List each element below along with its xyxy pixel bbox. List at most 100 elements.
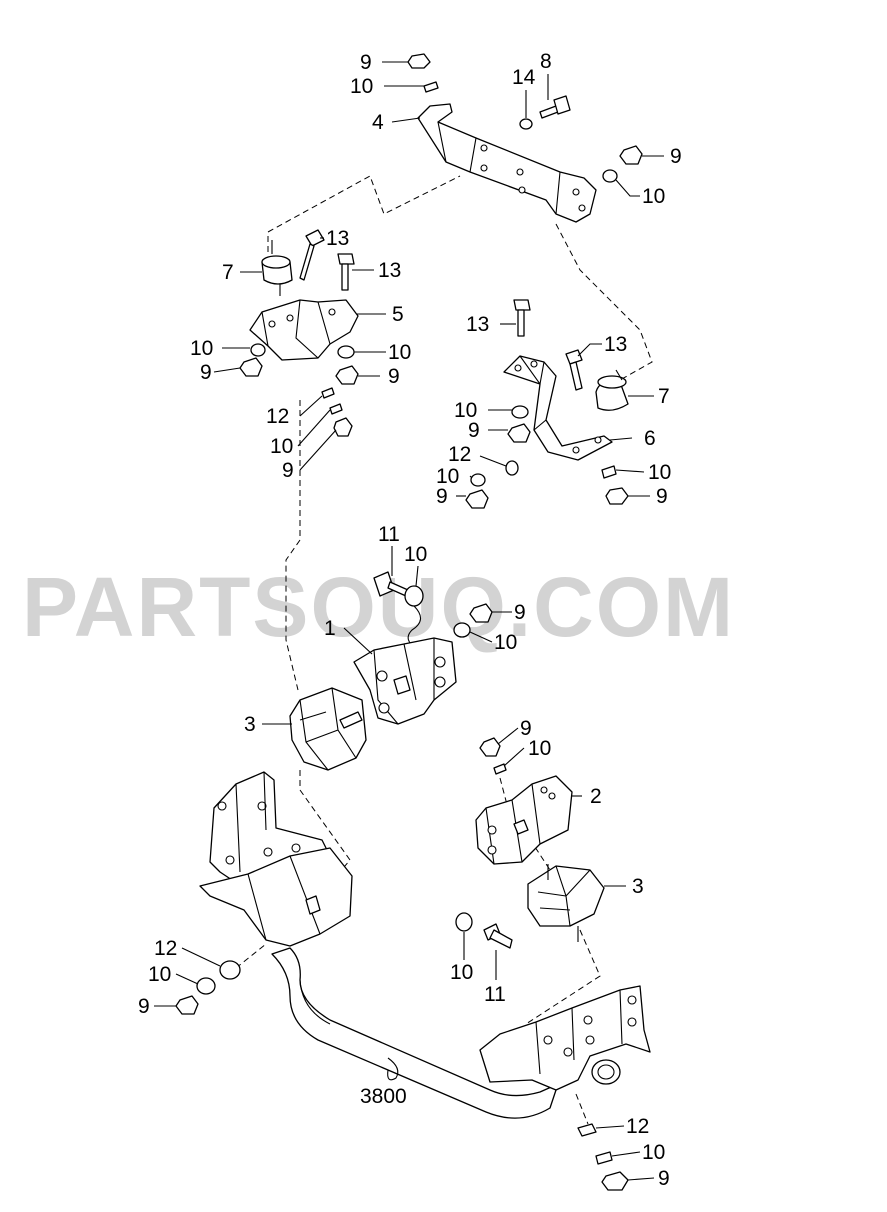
callout-4: 4 [372, 111, 384, 134]
nut-9-j[interactable] [479, 737, 501, 757]
nut-9-c[interactable] [239, 357, 263, 377]
washer-10-m[interactable] [455, 912, 473, 932]
callout-13: 13 [326, 227, 349, 250]
callout-3: 3 [632, 875, 644, 898]
washer-10-k[interactable] [493, 763, 507, 775]
insulator-3-left[interactable] [289, 687, 367, 771]
nut-9-d[interactable] [335, 365, 359, 385]
bolt-11-b[interactable] [483, 923, 513, 949]
washer-12-b[interactable] [505, 460, 519, 476]
leader-3800 [387, 1057, 399, 1081]
frame-crossmember[interactable] [199, 771, 651, 1119]
callout-13: 13 [378, 259, 401, 282]
dashed-line-mid-left [285, 400, 301, 691]
washer-10-d[interactable] [337, 345, 355, 359]
washer-10-g[interactable] [470, 473, 486, 487]
callout-10: 10 [404, 543, 427, 566]
callout-9: 9 [468, 419, 480, 442]
nut-9-g[interactable] [465, 489, 489, 509]
insulator-7-left[interactable] [261, 240, 293, 296]
callout-9: 9 [388, 365, 400, 388]
callout-11: 11 [378, 523, 400, 546]
dashed-line-upper-right [555, 223, 653, 381]
nut-9-k[interactable] [175, 995, 199, 1015]
bolt-13-a[interactable] [299, 229, 325, 281]
washer-10-f[interactable] [511, 405, 529, 419]
washer-10-c[interactable] [250, 343, 266, 357]
callout-5: 5 [392, 303, 404, 326]
engine-mount-bracket-2[interactable] [475, 775, 573, 865]
callout-14: 14 [512, 66, 536, 89]
washer-10-e[interactable] [329, 403, 343, 415]
dashed-line-left-washers [235, 943, 267, 969]
callout-9: 9 [670, 145, 682, 168]
callout-10: 10 [190, 337, 213, 360]
callout-10: 10 [528, 737, 551, 760]
callout-3800: 3800 [360, 1085, 407, 1108]
washer-10-h[interactable] [601, 465, 617, 479]
mount-bracket-6[interactable] [503, 355, 613, 461]
nut-9-e[interactable] [333, 417, 353, 437]
callout-10: 10 [450, 961, 473, 984]
washer-10-l[interactable] [196, 977, 216, 995]
callout-12: 12 [154, 937, 177, 960]
dashed-line-lower-right [575, 1093, 589, 1125]
callout-9: 9 [436, 485, 448, 508]
callout-10: 10 [494, 631, 517, 654]
callout-1: 1 [324, 617, 336, 640]
dashed-line-upper-left [267, 175, 461, 252]
washer-14[interactable] [519, 118, 533, 130]
callout-10: 10 [648, 461, 671, 484]
callout-10: 10 [350, 75, 373, 98]
insulator-3-right[interactable] [527, 864, 605, 942]
washer-10-a[interactable] [423, 81, 439, 93]
callout-9: 9 [514, 601, 526, 624]
nut-9-a[interactable] [407, 53, 431, 69]
callout-11: 11 [484, 983, 506, 1006]
callout-12: 12 [626, 1115, 649, 1138]
bolt-13-c[interactable] [513, 299, 531, 337]
callout-9: 9 [200, 361, 212, 384]
callout-12: 12 [266, 405, 289, 428]
washer-12-c[interactable] [219, 960, 241, 980]
callout-10: 10 [454, 399, 477, 422]
callout-9: 9 [282, 459, 294, 482]
washer-10-n[interactable] [595, 1151, 613, 1165]
watermark: PARTSOUQ.COM [22, 560, 735, 654]
nut-9-b[interactable] [619, 145, 643, 165]
nut-9-i[interactable] [469, 603, 493, 623]
washer-12-a[interactable] [321, 387, 335, 399]
callout-10: 10 [388, 341, 411, 364]
callout-2: 2 [590, 785, 602, 808]
callout-12: 12 [448, 443, 471, 466]
washer-10-j[interactable] [453, 622, 471, 638]
callout-9: 9 [520, 717, 532, 740]
callout-9: 9 [656, 485, 668, 508]
nut-9-l[interactable] [601, 1171, 629, 1191]
callout-10: 10 [642, 1141, 665, 1164]
mount-bracket-5[interactable] [249, 299, 359, 361]
engine-mount-bracket-1[interactable] [353, 637, 457, 725]
bolt-8[interactable] [539, 95, 571, 119]
callout-10: 10 [270, 435, 293, 458]
callout-13: 13 [466, 313, 489, 336]
leader-lines [154, 61, 664, 1181]
callout-7: 7 [222, 261, 234, 284]
callout-6: 6 [644, 427, 656, 450]
crossmember-bracket-4[interactable] [417, 103, 597, 223]
callout-9: 9 [360, 51, 372, 74]
nut-9-h[interactable] [605, 487, 629, 505]
washer-12-d[interactable] [577, 1123, 597, 1137]
callout-7: 7 [658, 385, 670, 408]
insulator-7-right[interactable] [595, 369, 629, 411]
bolt-13-b[interactable] [337, 253, 355, 291]
nut-9-f[interactable] [507, 423, 531, 443]
callout-9: 9 [138, 995, 150, 1018]
callout-10: 10 [436, 465, 459, 488]
callout-3: 3 [244, 713, 256, 736]
callout-8: 8 [540, 50, 552, 73]
bolt-13-d[interactable] [565, 349, 583, 391]
washer-10-i[interactable] [404, 585, 424, 607]
washer-10-b[interactable] [602, 169, 618, 183]
